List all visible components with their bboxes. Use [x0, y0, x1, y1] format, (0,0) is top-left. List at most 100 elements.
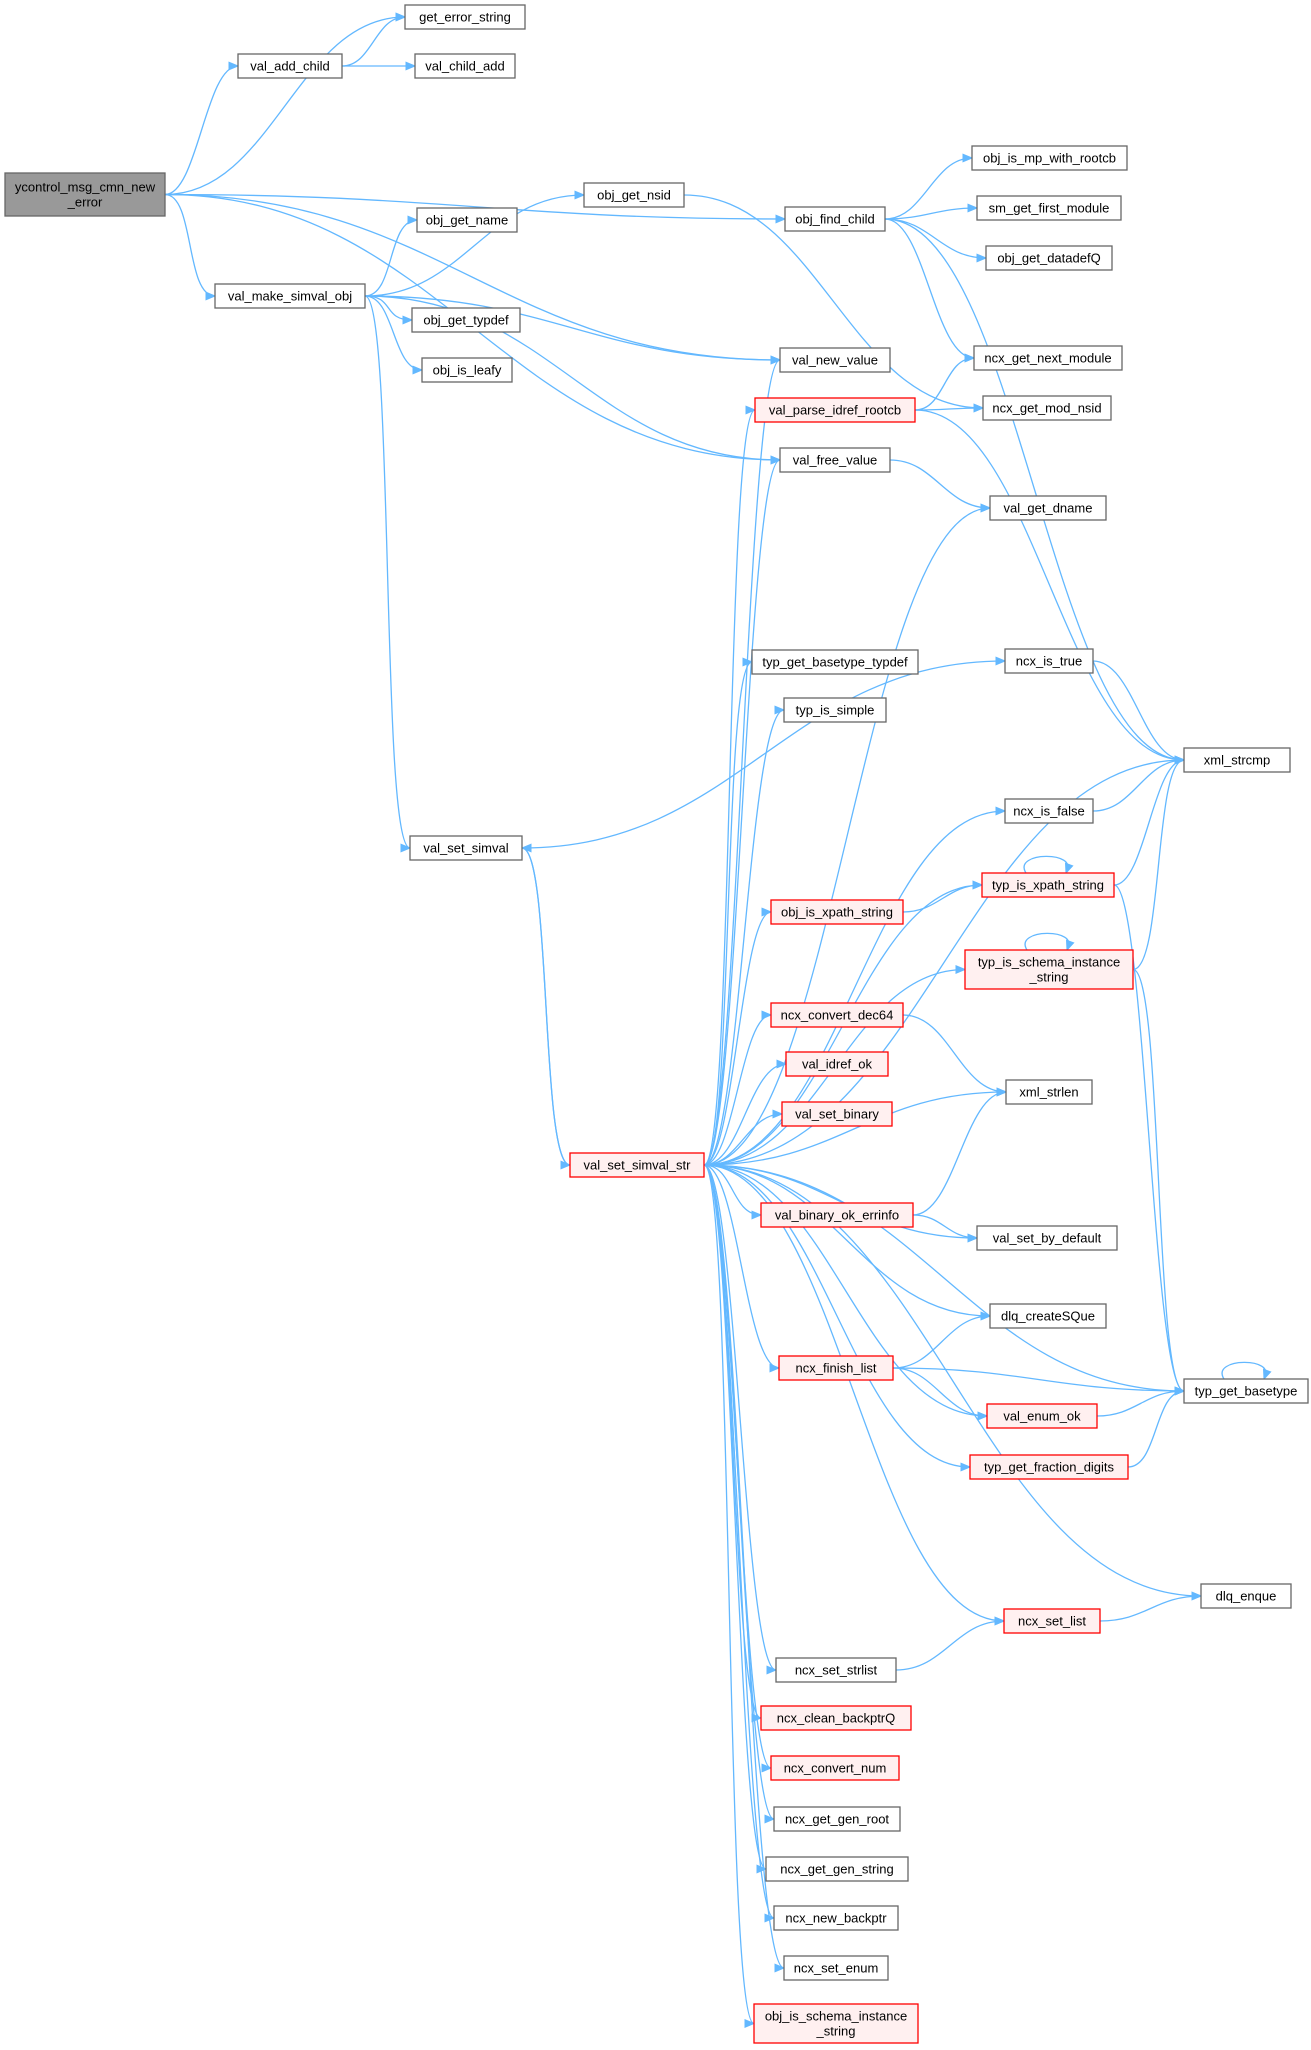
- node-box[interactable]: [753, 2003, 919, 2044]
- node-box[interactable]: [982, 395, 1112, 421]
- node-box[interactable]: [760, 1705, 912, 1731]
- node-val-get-dname[interactable]: val_get_dname: [989, 495, 1107, 521]
- node-ncx-get-mod-nsid[interactable]: ncx_get_mod_nsid: [982, 395, 1112, 421]
- node-obj-is-schema-instance-string[interactable]: obj_is_schema_instance_string: [753, 2003, 919, 2044]
- node-box[interactable]: [779, 347, 891, 373]
- node-box[interactable]: [1003, 1608, 1101, 1634]
- node-box[interactable]: [971, 145, 1128, 171]
- node-box[interactable]: [770, 899, 904, 925]
- node-ncx-finish-list[interactable]: ncx_finish_list: [778, 1355, 894, 1381]
- node-box[interactable]: [781, 1101, 893, 1127]
- node-ncx-convert-dec64[interactable]: ncx_convert_dec64: [770, 1002, 904, 1028]
- node-box[interactable]: [770, 1002, 904, 1028]
- node-box[interactable]: [760, 1202, 914, 1228]
- node-ncx-set-strlist[interactable]: ncx_set_strlist: [775, 1657, 897, 1683]
- node-ncx-is-true[interactable]: ncx_is_true: [1004, 648, 1094, 674]
- node-box[interactable]: [976, 1225, 1118, 1251]
- node-box[interactable]: [1183, 1378, 1309, 1404]
- node-box[interactable]: [4, 172, 166, 217]
- node-box[interactable]: [754, 397, 916, 423]
- node-box[interactable]: [783, 1955, 889, 1981]
- node-box[interactable]: [775, 1657, 897, 1683]
- node-get-error-string[interactable]: get_error_string: [404, 4, 526, 30]
- node-box[interactable]: [404, 4, 526, 30]
- node-obj-is-mp-with-rootcb[interactable]: obj_is_mp_with_rootcb: [971, 145, 1128, 171]
- node-box[interactable]: [976, 195, 1122, 221]
- node-box[interactable]: [989, 495, 1107, 521]
- node-val-set-simval[interactable]: val_set_simval: [409, 835, 523, 861]
- node-box[interactable]: [1004, 798, 1094, 824]
- node-box[interactable]: [773, 1806, 901, 1832]
- node-typ-get-basetype[interactable]: typ_get_basetype: [1183, 1378, 1309, 1404]
- node-ncx-is-false[interactable]: ncx_is_false: [1004, 798, 1094, 824]
- node-val-set-simval-str[interactable]: val_set_simval_str: [569, 1152, 705, 1178]
- node-val-parse-idref-rootcb[interactable]: val_parse_idref_rootcb: [754, 397, 916, 423]
- node-box[interactable]: [985, 245, 1113, 271]
- node-box[interactable]: [989, 1303, 1107, 1329]
- node-obj-get-nsid[interactable]: obj_get_nsid: [583, 182, 685, 208]
- node-box[interactable]: [779, 447, 891, 473]
- node-dlq-createSQue[interactable]: dlq_createSQue: [989, 1303, 1107, 1329]
- node-val-idref-ok[interactable]: val_idref_ok: [785, 1051, 889, 1077]
- node-val-new-value[interactable]: val_new_value: [779, 347, 891, 373]
- node-val-set-by-default[interactable]: val_set_by_default: [976, 1225, 1118, 1251]
- node-box[interactable]: [421, 357, 513, 383]
- node-box[interactable]: [1200, 1583, 1292, 1609]
- node-sm-get-first-module[interactable]: sm_get_first_module: [976, 195, 1122, 221]
- node-xml-strcmp[interactable]: xml_strcmp: [1183, 747, 1291, 773]
- node-dlq-enque[interactable]: dlq_enque: [1200, 1583, 1292, 1609]
- node-box[interactable]: [583, 182, 685, 208]
- node-typ-get-basetype-typdef[interactable]: typ_get_basetype_typdef: [751, 649, 919, 675]
- node-box[interactable]: [784, 206, 886, 232]
- node-box[interactable]: [414, 53, 516, 79]
- node-val-child-add[interactable]: val_child_add: [414, 53, 516, 79]
- node-ncx-get-gen-root[interactable]: ncx_get_gen_root: [773, 1806, 901, 1832]
- node-obj-get-datadefQ[interactable]: obj_get_datadefQ: [985, 245, 1113, 271]
- node-typ-is-schema-instance-string[interactable]: typ_is_schema_instance_string: [964, 949, 1134, 990]
- node-box[interactable]: [770, 1755, 900, 1781]
- node-box[interactable]: [964, 949, 1134, 990]
- node-val-free-value[interactable]: val_free_value: [779, 447, 891, 473]
- node-box[interactable]: [1004, 648, 1094, 674]
- node-typ-get-fraction-digits[interactable]: typ_get_fraction_digits: [969, 1454, 1129, 1480]
- node-ncx-get-gen-string[interactable]: ncx_get_gen_string: [765, 1856, 909, 1882]
- node-val-add-child[interactable]: val_add_child: [237, 53, 343, 79]
- node-box[interactable]: [973, 345, 1123, 371]
- node-box[interactable]: [411, 307, 521, 333]
- node-obj-is-leafy[interactable]: obj_is_leafy: [421, 357, 513, 383]
- node-box[interactable]: [969, 1454, 1129, 1480]
- node-val-binary-ok-errinfo[interactable]: val_binary_ok_errinfo: [760, 1202, 914, 1228]
- node-box[interactable]: [765, 1856, 909, 1882]
- node-box[interactable]: [778, 1355, 894, 1381]
- node-typ-is-simple[interactable]: typ_is_simple: [783, 697, 887, 723]
- node-ncx-convert-num[interactable]: ncx_convert_num: [770, 1755, 900, 1781]
- node-obj-is-xpath-string[interactable]: obj_is_xpath_string: [770, 899, 904, 925]
- node-obj-get-typdef[interactable]: obj_get_typdef: [411, 307, 521, 333]
- node-box[interactable]: [783, 697, 887, 723]
- node-box[interactable]: [569, 1152, 705, 1178]
- node-ncx-clean-backptrQ[interactable]: ncx_clean_backptrQ: [760, 1705, 912, 1731]
- node-box[interactable]: [773, 1905, 899, 1931]
- node-val-set-binary[interactable]: val_set_binary: [781, 1101, 893, 1127]
- node-box[interactable]: [214, 283, 366, 309]
- node-box[interactable]: [416, 207, 518, 233]
- node-box[interactable]: [1183, 747, 1291, 773]
- node-box[interactable]: [409, 835, 523, 861]
- node-ncx-get-next-module[interactable]: ncx_get_next_module: [973, 345, 1123, 371]
- node-box[interactable]: [785, 1051, 889, 1077]
- node-box[interactable]: [981, 872, 1115, 898]
- node-ncx-set-list[interactable]: ncx_set_list: [1003, 1608, 1101, 1634]
- node-obj-get-name[interactable]: obj_get_name: [416, 207, 518, 233]
- node-ncx-new-backptr[interactable]: ncx_new_backptr: [773, 1905, 899, 1931]
- node-xml-strlen[interactable]: xml_strlen: [1005, 1079, 1093, 1105]
- node-box[interactable]: [237, 53, 343, 79]
- node-box[interactable]: [751, 649, 919, 675]
- node-typ-is-xpath-string[interactable]: typ_is_xpath_string: [981, 872, 1115, 898]
- node-root[interactable]: ycontrol_msg_cmn_new_error: [4, 172, 166, 217]
- node-val-enum-ok[interactable]: val_enum_ok: [986, 1403, 1098, 1429]
- node-box[interactable]: [986, 1403, 1098, 1429]
- node-obj-find-child[interactable]: obj_find_child: [784, 206, 886, 232]
- node-ncx-set-enum[interactable]: ncx_set_enum: [783, 1955, 889, 1981]
- node-val-make-simval-obj[interactable]: val_make_simval_obj: [214, 283, 366, 309]
- node-box[interactable]: [1005, 1079, 1093, 1105]
